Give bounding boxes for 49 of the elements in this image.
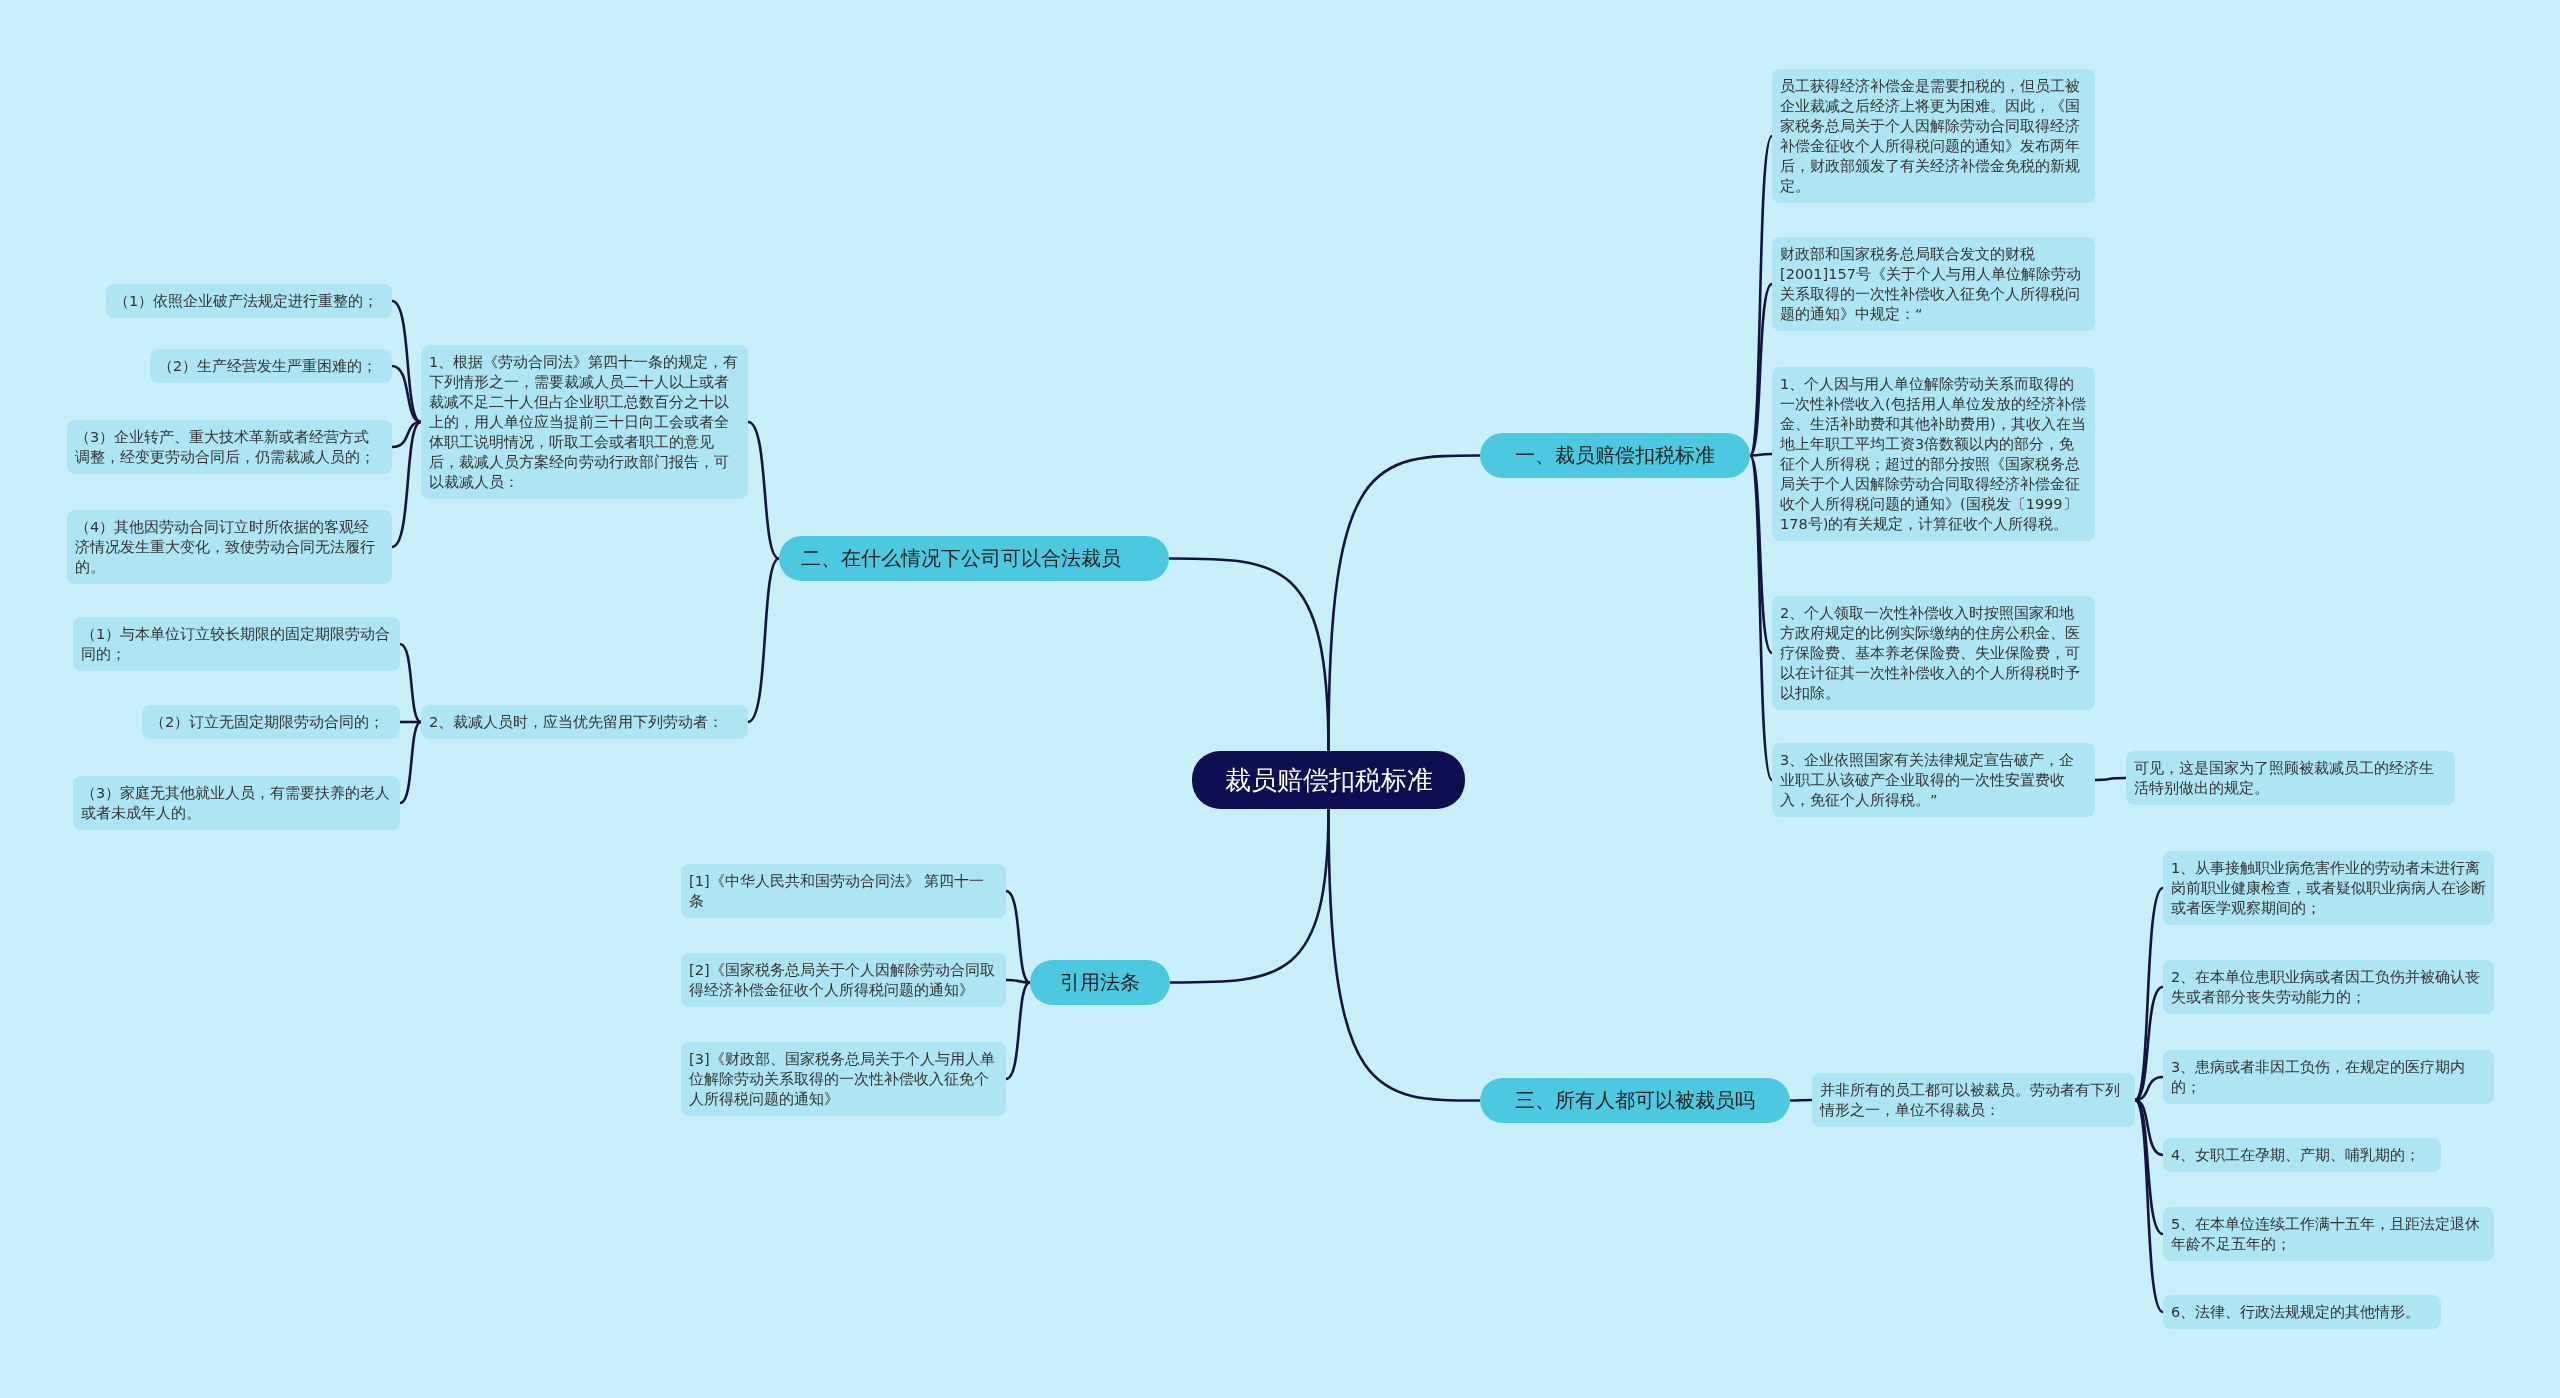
subtopic-box: （3）企业转产、重大技术革新或者经营方式调整，经变更劳动合同后，仍需裁减人员的； [67, 420, 392, 474]
subtopic-box: 2、裁减人员时，应当优先留用下列劳动者： [421, 705, 748, 739]
subtopic-box: 2、个人领取一次性补偿收入时按照国家和地方政府规定的比例实际缴纳的住房公积金、医疗保险费、基本养老保险费、失业保险费，可以在计征其一次性补偿收入的个人所得税时予以扣除。 [1772, 596, 2095, 710]
branch-topic: 引用法条 [1030, 960, 1170, 1005]
connector-line [391, 420, 422, 549]
subtopic-box: （2）生产经营发生严重困难的； [150, 349, 392, 383]
subtopic-box: （2）订立无固定期限劳动合同的； [142, 705, 400, 739]
subtopic-box: 可见，这是国家为了照顾被裁减员工的经济生活特别做出的规定。 [2126, 751, 2455, 805]
connector-line [400, 720, 421, 724]
subtopic-box: 3、企业依照国家有关法律规定宣告破产，企业职工从该破产企业取得的一次性安置费收入，免征个人所得税。” [1772, 743, 2095, 817]
subtopic-box: （1）与本单位订立较长期限的固定期限劳动合同的； [73, 617, 400, 671]
connector-line [747, 420, 780, 560]
connector-line [1749, 283, 1773, 457]
subtopic-box: 5、在本单位连续工作满十五年，且距法定退休年龄不足五年的； [2163, 1207, 2494, 1261]
connector-line [399, 642, 422, 724]
connector-line [391, 364, 422, 424]
connector-line [1170, 808, 1330, 984]
subtopic-box: （3）家庭无其他就业人员，有需要扶养的老人或者未成年人的。 [73, 776, 400, 830]
connector-line [1006, 978, 1030, 984]
subtopic-box: [2]《国家税务总局关于个人因解除劳动合同取得经济补偿金征收个人所得税问题的通知》 [681, 953, 1006, 1007]
connector-line [1750, 452, 1772, 457]
connector-line [391, 420, 422, 449]
subtopic-box: 3、患病或者非因工负伤，在规定的医疗期内的； [2163, 1050, 2494, 1104]
subtopic-box: 1、个人因与用人单位解除劳动关系而取得的一次性补偿收入(包括用人单位发放的经济补偿金、生活补助费和其他补助费用)，其收入在当地上年职工平均工资3倍数额以内的部分，免征个人所得税；超过的部分按照《国家税务总局关于个人因解除劳动合同取得经济补偿金征收个人所得税问题的通知》(国税发〔1999〕178号)的有关规定，计算征收个人所得税。 [1772, 367, 2095, 541]
branch-topic: 三、所有人都可以被裁员吗 [1480, 1078, 1790, 1123]
connector-line [2095, 776, 2126, 782]
connector-line [747, 557, 780, 724]
subtopic-box: 4、女职工在孕期、产期、哺乳期的； [2163, 1138, 2441, 1172]
connector-line [399, 720, 422, 805]
connector-line [2134, 887, 2164, 1101]
connector-line [1169, 557, 1330, 752]
subtopic-box: 财政部和国家税务总局联合发文的财税[2001]157号《关于个人与用人单位解除劳动关系取得的一次性补偿收入征免个人所得税问题的通知》中规定：“ [1772, 237, 2095, 331]
subtopic-box: 2、在本单位患职业病或者因工负伤并被确认丧失或者部分丧失劳动能力的； [2163, 960, 2494, 1014]
subtopic-box: 6、法律、行政法规规定的其他情形。 [2163, 1295, 2441, 1329]
subtopic-box: 员工获得经济补偿金是需要扣税的，但员工被企业裁减之后经济上将更为困难。因此，《国家税务总局关于个人因解除劳动合同取得经济补偿金征收个人所得税问题的通知》发布两年后，财政部颁发了有关经济补偿金免税的新规定。 [1772, 69, 2095, 203]
connector-line [2134, 1099, 2164, 1313]
subtopic-box: （4）其他因劳动合同订立时所依据的客观经济情况发生重大变化，致使劳动合同无法履行的。 [67, 510, 392, 584]
subtopic-box: 1、根据《劳动合同法》第四十一条的规定，有下列情形之一，需要裁减人员二十人以上或者裁减不足二十人但占企业职工总数百分之十以上的，用人单位应当提前三十日向工会或者全体职工说明情况，听取工会或者职工的意见后，裁减人员方案经向劳动行政部门报告，可以裁减人员： [421, 345, 748, 499]
subtopic-box: [3]《财政部、国家税务总局关于个人与用人单位解除劳动关系取得的一次性补偿收入征免个人所得税问题的通知》 [681, 1042, 1006, 1116]
subtopic-box: 并非所有的员工都可以被裁员。劳动者有下列情形之一，单位不得裁员： [1812, 1073, 2135, 1127]
connector-line [1005, 981, 1031, 1081]
central-topic: 裁员赔偿扣税标准 [1192, 751, 1465, 809]
connector-line [1005, 889, 1031, 984]
subtopic-box: [1]《中华人民共和国劳动合同法》 第四十一条 [681, 864, 1006, 918]
subtopic-box: （1）依照企业破产法规定进行重整的； [106, 284, 392, 318]
connector-line [1790, 1098, 1812, 1102]
branch-topic: 一、裁员赔偿扣税标准 [1480, 433, 1750, 478]
branch-topic: 二、在什么情况下公司可以合法裁员 [779, 536, 1169, 581]
subtopic-box: 1、从事接触职业病危害作业的劳动者未进行离岗前职业健康检查，或者疑似职业病病人在诊断或者医学观察期间的； [2163, 851, 2494, 925]
